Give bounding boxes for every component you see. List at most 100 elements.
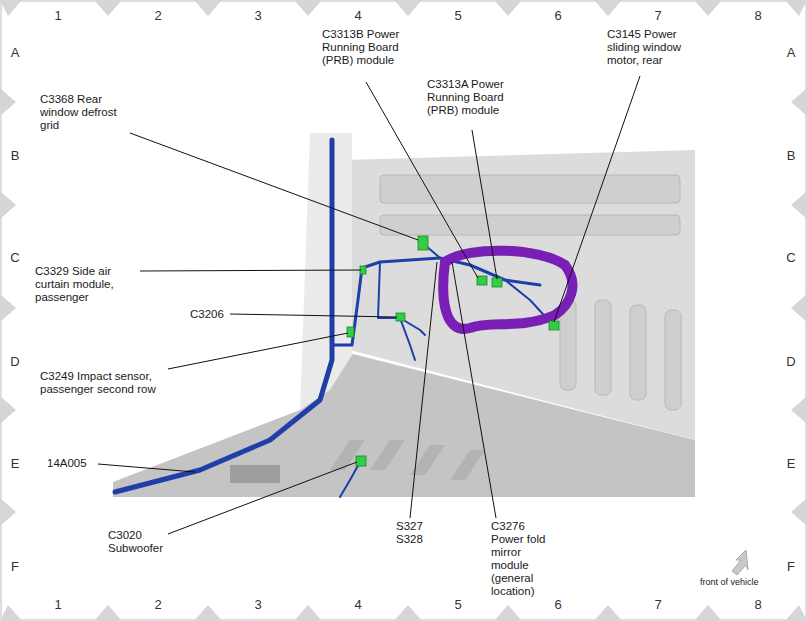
- floor-ribs: [230, 440, 485, 483]
- grid-marker: [694, 605, 722, 621]
- grid-column-number: 1: [44, 8, 72, 24]
- grid-column-number: 5: [444, 8, 472, 24]
- grid-row-letter: A: [779, 45, 803, 61]
- callout-label: S327 S328: [396, 520, 432, 546]
- wall-rib: [380, 175, 680, 203]
- grid-row-letter: D: [779, 354, 803, 370]
- callout-label: C3020 Subwoofer: [108, 529, 170, 555]
- cab-pillar: [300, 133, 352, 410]
- grid-column-number: 3: [244, 597, 272, 613]
- grid-marker: [94, 605, 122, 621]
- grid-column-number: 3: [244, 8, 272, 24]
- connector: [492, 278, 502, 287]
- grid-marker: [594, 0, 622, 16]
- leader-line: [98, 464, 195, 472]
- connector: [549, 321, 559, 330]
- callout-label: C3368 Rear window defrost grid: [40, 93, 132, 132]
- direction-note: front of vehicle: [700, 577, 770, 588]
- grid-column-number: 2: [144, 597, 172, 613]
- grid-marker: [494, 0, 522, 16]
- floor-plate: [230, 465, 280, 483]
- grid-marker: [791, 294, 807, 322]
- grid-row-letter: F: [3, 559, 27, 575]
- leader-lines: [98, 76, 640, 534]
- grid-marker: [0, 605, 22, 621]
- connector: [396, 313, 405, 321]
- grid-row-letter: E: [779, 456, 803, 472]
- grid-marker: [0, 191, 16, 219]
- callout-label: C3206: [190, 308, 230, 321]
- grid-column-number: 8: [744, 597, 772, 613]
- leader-line: [452, 262, 496, 518]
- grid-marker: [791, 88, 807, 116]
- harness-trunk: [115, 140, 332, 492]
- wall-rib: [380, 215, 680, 235]
- highlight-loop: [443, 251, 572, 329]
- grid-marker: [0, 396, 16, 424]
- callout-label: C3313A Power Running Board (PRB) module: [427, 78, 509, 117]
- grid-marker: [0, 498, 16, 526]
- grid-marker: [294, 0, 322, 16]
- grid-marker: [394, 605, 422, 621]
- grid-marker: [785, 0, 807, 16]
- grid-marker: [791, 396, 807, 424]
- callout-label: C3145 Power sliding window motor, rear: [607, 28, 695, 67]
- grid-marker: [194, 605, 222, 621]
- grid-row-letter: C: [779, 250, 803, 266]
- grid-column-number: 4: [344, 8, 372, 24]
- grid-column-number: 6: [544, 8, 572, 24]
- cab-illustration: [113, 133, 695, 497]
- rear-wall: [345, 150, 695, 440]
- grid-row-letter: A: [3, 45, 27, 61]
- leader-line: [168, 462, 357, 534]
- grid-row-letter: D: [3, 354, 27, 370]
- callout-label: 14A005: [47, 457, 95, 470]
- grid-marker: [494, 605, 522, 621]
- callout-label: C3313B Power Running Board (PRB) module: [322, 28, 404, 67]
- grid-row-letter: E: [3, 456, 27, 472]
- leader-line: [230, 314, 397, 317]
- connector: [347, 327, 354, 337]
- leader-line: [554, 76, 640, 322]
- leader-line: [130, 133, 418, 240]
- callout-label: C3329 Side air curtain module, passenger: [35, 265, 139, 304]
- grid-marker: [394, 0, 422, 16]
- wiring-harness: [115, 140, 553, 497]
- harness-branch: [378, 262, 415, 360]
- wall-rib: [595, 300, 611, 395]
- grid-column-number: 5: [444, 597, 472, 613]
- grid-row-letter: C: [3, 250, 27, 266]
- direction-arrow: [732, 550, 748, 575]
- wall-rib: [665, 310, 681, 410]
- wall-rib: [630, 305, 646, 400]
- grid-marker: [791, 498, 807, 526]
- floor-rib: [450, 450, 485, 480]
- grid-column-number: 7: [644, 597, 672, 613]
- grid-column-number: 8: [744, 8, 772, 24]
- grid-marker: [785, 605, 807, 621]
- grid-column-number: 2: [144, 8, 172, 24]
- grid-row-letter: F: [779, 559, 803, 575]
- callout-label: C3249 Impact sensor, passenger second ro…: [40, 370, 166, 396]
- callout-label: C3276 Power fold mirror module (general …: [491, 520, 553, 598]
- grid-marker: [0, 88, 16, 116]
- grid-marker: [791, 191, 807, 219]
- connector: [477, 276, 487, 285]
- grid-row-letter: B: [3, 148, 27, 164]
- grid-marker: [294, 605, 322, 621]
- grid-marker: [694, 0, 722, 16]
- grid-marker: [0, 0, 22, 16]
- connector: [356, 456, 366, 466]
- floor-rib: [370, 440, 405, 470]
- grid-marker: [0, 294, 16, 322]
- leader-line: [472, 130, 497, 279]
- grid-row-letter: B: [779, 148, 803, 164]
- grid-column-number: 1: [44, 597, 72, 613]
- grid-column-number: 7: [644, 8, 672, 24]
- grid-column-number: 6: [544, 597, 572, 613]
- grid-column-number: 4: [344, 597, 372, 613]
- leader-line: [410, 262, 437, 518]
